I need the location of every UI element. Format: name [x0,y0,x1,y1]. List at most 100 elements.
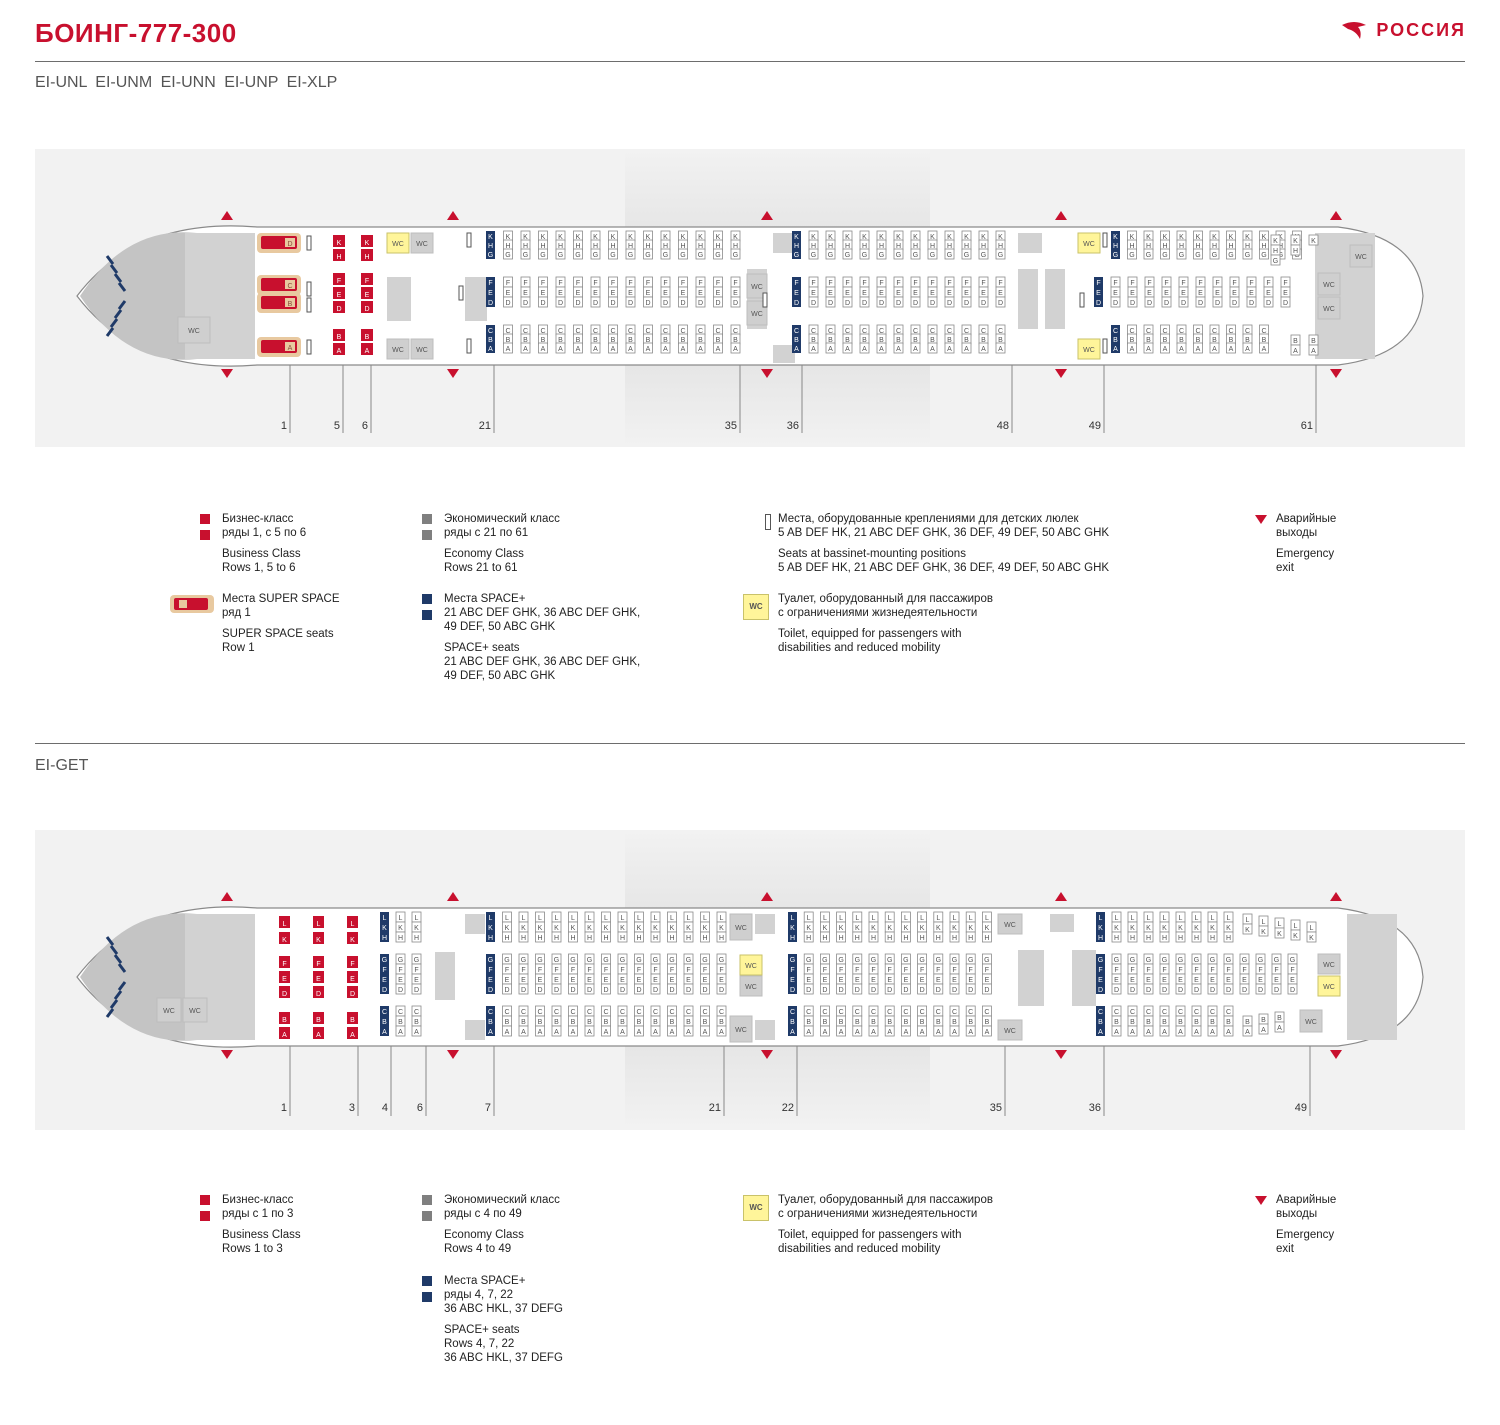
seat[interactable]: C [538,324,548,336]
seat[interactable]: D [825,296,836,308]
seat[interactable]: K [803,921,814,933]
seat[interactable]: E [486,974,495,984]
seat[interactable]: G [1271,953,1282,965]
seat[interactable]: B [1258,1013,1269,1025]
seat[interactable]: C [825,324,836,336]
seat[interactable]: H [555,239,566,251]
seat[interactable]: E [965,973,976,985]
seat[interactable]: C [859,324,870,336]
seat[interactable]: B [842,333,853,345]
seat[interactable]: F [842,276,853,288]
seat[interactable]: G [1175,953,1186,965]
seat[interactable]: K [1111,921,1122,933]
seat[interactable]: K [1242,923,1253,935]
seat[interactable]: C [625,324,636,336]
seat[interactable]: C [1159,1005,1170,1017]
seat[interactable]: H [852,931,863,943]
seat[interactable]: A [643,342,653,354]
seat[interactable]: D [608,296,618,308]
seat[interactable]: H [933,931,944,943]
seat[interactable]: D [535,983,545,995]
seat[interactable]: B [313,1012,324,1024]
seat[interactable]: B [1223,1015,1234,1027]
seat[interactable]: B [660,333,671,345]
seat[interactable]: A [978,342,989,354]
seat[interactable]: G [1209,248,1220,260]
seat[interactable]: C [716,1005,727,1017]
seat[interactable]: F [1212,276,1223,288]
seat[interactable]: L [584,911,595,923]
seat[interactable]: D [1287,983,1298,995]
seat[interactable]: K [1176,230,1187,242]
seat[interactable]: A [842,342,853,354]
seat[interactable]: C [1111,1005,1122,1017]
seat[interactable]: B [584,1015,595,1027]
seat[interactable]: A [551,1025,562,1037]
seat[interactable]: E [667,973,677,985]
seat[interactable]: B [411,1015,422,1027]
seat[interactable]: C [852,1005,863,1017]
seat[interactable]: D [634,983,644,995]
seat[interactable]: H [1096,932,1105,942]
seat[interactable]: E [716,973,727,985]
seat[interactable]: D [333,301,345,313]
seat[interactable]: C [395,1005,406,1017]
seat[interactable]: E [535,973,545,985]
seat[interactable]: D [279,986,290,998]
seat[interactable]: A [1127,1025,1138,1037]
seat[interactable]: K [927,230,938,242]
seat[interactable]: G [1127,953,1138,965]
seat[interactable]: H [502,931,512,943]
seat[interactable]: G [555,248,566,260]
seat[interactable]: C [917,1005,927,1017]
seat[interactable]: D [982,983,992,995]
seat[interactable]: B [333,329,345,341]
seat[interactable]: F [700,963,710,975]
seat[interactable]: A [650,1025,661,1037]
seat[interactable]: K [380,922,389,932]
seat[interactable]: L [949,911,960,923]
seat[interactable]: F [1287,963,1298,975]
seat[interactable]: H [1193,239,1203,251]
seat[interactable]: L [395,911,406,923]
seat[interactable]: K [842,230,853,242]
seat[interactable]: A [1127,342,1137,354]
seat[interactable]: D [411,983,422,995]
seat[interactable]: E [995,286,1006,298]
seat[interactable]: D [1175,983,1186,995]
seat[interactable]: K [683,921,694,933]
seat[interactable]: B [643,333,653,345]
seat[interactable]: E [713,286,723,298]
seat[interactable]: E [411,973,422,985]
seat[interactable]: F [803,963,814,975]
seat[interactable]: C [949,1005,960,1017]
seat[interactable]: K [868,921,879,933]
seat[interactable]: E [927,286,938,298]
seat[interactable]: C [520,324,531,336]
seat[interactable]: B [868,1015,879,1027]
seat[interactable]: G [503,248,513,260]
seat[interactable]: G [660,248,671,260]
seat[interactable]: E [584,973,595,985]
seat[interactable]: D [852,983,863,995]
seat[interactable]: C [792,325,801,335]
seat[interactable]: L [1127,911,1138,923]
seat[interactable]: C [1160,324,1170,336]
seat[interactable]: F [551,963,562,975]
seat[interactable]: C [650,1005,661,1017]
seat[interactable]: H [667,931,677,943]
seat[interactable]: H [678,239,688,251]
seat[interactable]: C [590,324,601,336]
seat[interactable]: L [1223,911,1234,923]
seat[interactable]: B [347,1012,358,1024]
seat[interactable]: K [1290,929,1301,941]
seat[interactable]: K [884,921,895,933]
seat[interactable]: F [683,963,694,975]
seat[interactable]: G [927,248,938,260]
seat[interactable]: E [917,973,927,985]
seat[interactable]: H [584,931,595,943]
seat[interactable]: E [1212,286,1223,298]
seat[interactable]: B [792,334,801,344]
seat[interactable]: L [683,911,694,923]
seat[interactable]: H [901,931,911,943]
